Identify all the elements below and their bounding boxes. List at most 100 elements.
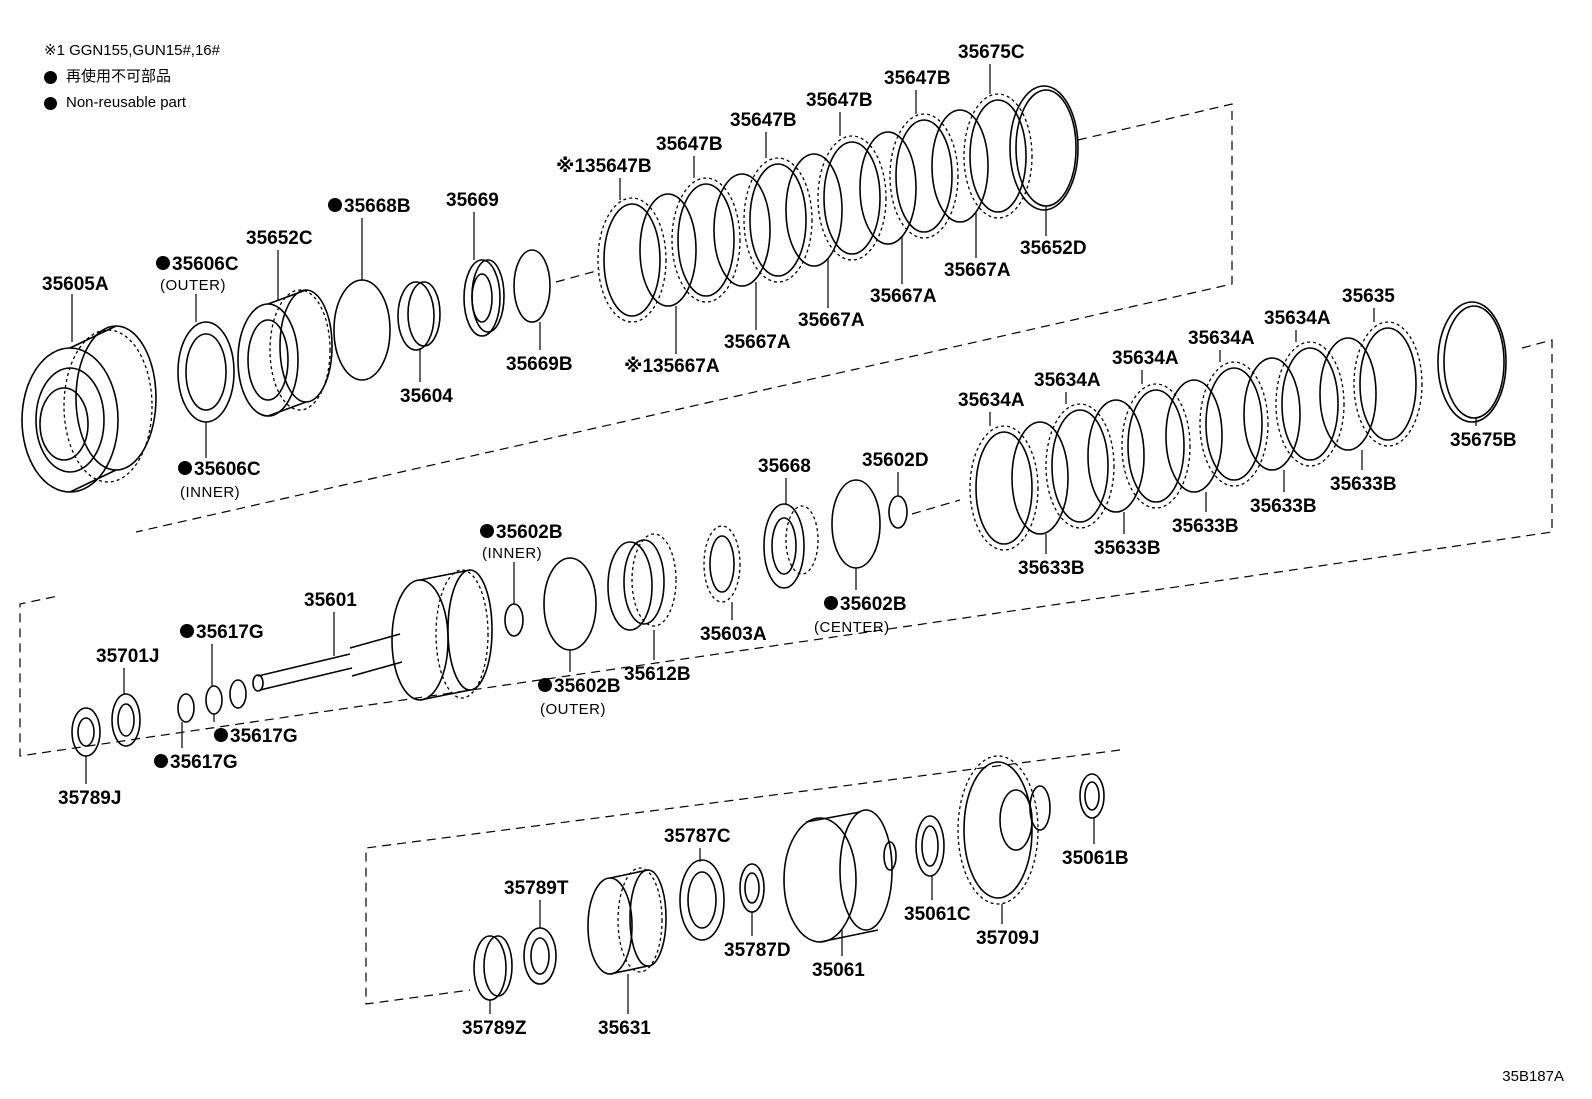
part-label-35633B: 35633B [1018,558,1085,579]
legend-jp-row: 再使用不可部品 [44,64,220,90]
part-number-text: 35652C [246,228,313,249]
part-35602D-ring [888,495,908,529]
part-35617G-rings [177,679,247,723]
part-number-text: 35634A [1034,370,1101,391]
non-reusable-dot-icon [824,596,838,610]
part-label-35617G: 35617G [214,726,298,747]
non-reusable-dot-icon [180,624,194,638]
part-number-text: 35652D [1020,238,1087,259]
part-35668B-o-ring [333,279,391,381]
part-label-35709J: 35709J [976,928,1039,949]
part-35668-hub [763,503,819,589]
legend-note-row: ※1 GGN155,GUN15#,16# [44,38,220,64]
part-label-35652D: 35652D [1020,238,1087,259]
part-35787D-bearing [739,863,765,913]
part-label-35602B: 35602B(CENTER) [814,594,907,636]
part-number-text: 35634A [1188,328,1255,349]
part-number-text: 35667A [798,310,865,331]
non-reusable-dot-icon [156,256,170,270]
part-label-135647B: ※135647B [556,156,652,177]
part-number-text: 35061C [904,904,971,925]
part-35789J-washer [71,707,101,757]
part-label-35617G: 35617G [154,752,238,773]
part-number-text: 35602B [840,594,907,615]
part-number-text: 35709J [976,928,1039,949]
part-number-text: 35668 [758,456,811,477]
part-label-35602D: 35602D [862,450,929,471]
part-label-35669B: 35669B [506,354,573,375]
part-label-35667A: 35667A [944,260,1011,281]
part-number-text: 35604 [400,386,453,407]
part-label-35667A: 35667A [870,286,937,307]
part-label-35668: 35668 [758,456,811,477]
part-number-text: 35617G [230,726,298,747]
upper-group-outline [135,103,1233,533]
group-boundaries [19,103,1553,1005]
part-position-text: (OUTER) [160,277,226,294]
part-label-35652C: 35652C [246,228,313,249]
part-35604-ring [397,281,441,351]
part-number-text: 35675C [958,42,1025,63]
part-number-text: 35647B [656,134,723,155]
part-number-text: 35606C [172,254,239,275]
part-number-text: 35701J [96,646,159,667]
non-reusable-dot-icon [154,754,168,768]
part-35789Z-bearing [473,935,513,1001]
part-number-text: 35669B [506,354,573,375]
part-number-text: 35633B [1250,496,1317,517]
part-number-text: 35647B [730,110,797,131]
part-label-35603A: 35603A [700,624,767,645]
part-label-35675C: 35675C [958,42,1025,63]
part-number-text: 35603A [700,624,767,645]
part-35601-shaft-drum [252,569,493,701]
part-number-labels: 35605A35606C(OUTER)35606C(INNER)35652C35… [42,42,1517,1039]
legend-note: ※1 GGN155,GUN15#,16# [44,42,220,59]
leader-lines [71,64,1477,1014]
part-number-text: 35634A [958,390,1025,411]
part-label-35667A: 35667A [798,310,865,331]
part-label-35602B: 35602B(OUTER) [538,676,621,718]
part-number-text: 35667A [870,286,937,307]
legend-jp-text: 再使用不可部品 [66,68,172,85]
part-35605A-drum [21,325,157,493]
part-35789T-bearing [523,927,557,985]
non-reusable-dot-icon [328,198,342,212]
part-number-text: 35617G [196,622,264,643]
part-number-text: 35675B [1450,430,1517,451]
part-number-text: 35633B [1018,558,1085,579]
part-35061C-bearing [915,815,945,877]
part-35061B-bearing [1079,773,1105,819]
axis-line-upper [555,269,601,283]
part-label-35633B: 35633B [1172,516,1239,537]
part-label-35633B: 35633B [1094,538,1161,559]
non-reusable-dot-icon [214,728,228,742]
part-number-text: 35789T [504,878,569,899]
part-label-35634A: 35634A [958,390,1025,411]
part-label-35668B: 35668B [328,196,411,217]
part-number-text: 35635 [1342,286,1395,307]
part-label-35787D: 35787D [724,940,791,961]
part-label-35617G: 35617G [180,622,264,643]
legend-en-row: Non-reusable part [44,90,220,116]
part-number-text: 35601 [304,590,357,611]
part-35603A-one-way-clutch [703,525,741,603]
diagram-code: 35B187A [1502,1068,1564,1085]
part-number-text: 35634A [1112,348,1179,369]
part-label-35634A: 35634A [1112,348,1179,369]
axis-line-middle [911,499,961,515]
part-number-text: 35667A [944,260,1011,281]
part-label-35634A: 35634A [1264,308,1331,329]
part-label-35675B: 35675B [1450,430,1517,451]
part-label-35669: 35669 [446,190,499,211]
non-reusable-dot-icon [44,96,57,110]
part-number-text: 35669 [446,190,499,211]
middle-group-outline [19,339,1553,757]
part-label-35701J: 35701J [96,646,159,667]
clutch-pack-middle [969,301,1507,551]
part-35612B-clutch-hub [607,533,677,631]
non-reusable-dot-icon [480,524,494,538]
part-label-35612B: 35612B [624,664,691,685]
part-35061-drum [783,809,897,943]
part-label-35606C: 35606C (OUTER) [156,254,239,294]
